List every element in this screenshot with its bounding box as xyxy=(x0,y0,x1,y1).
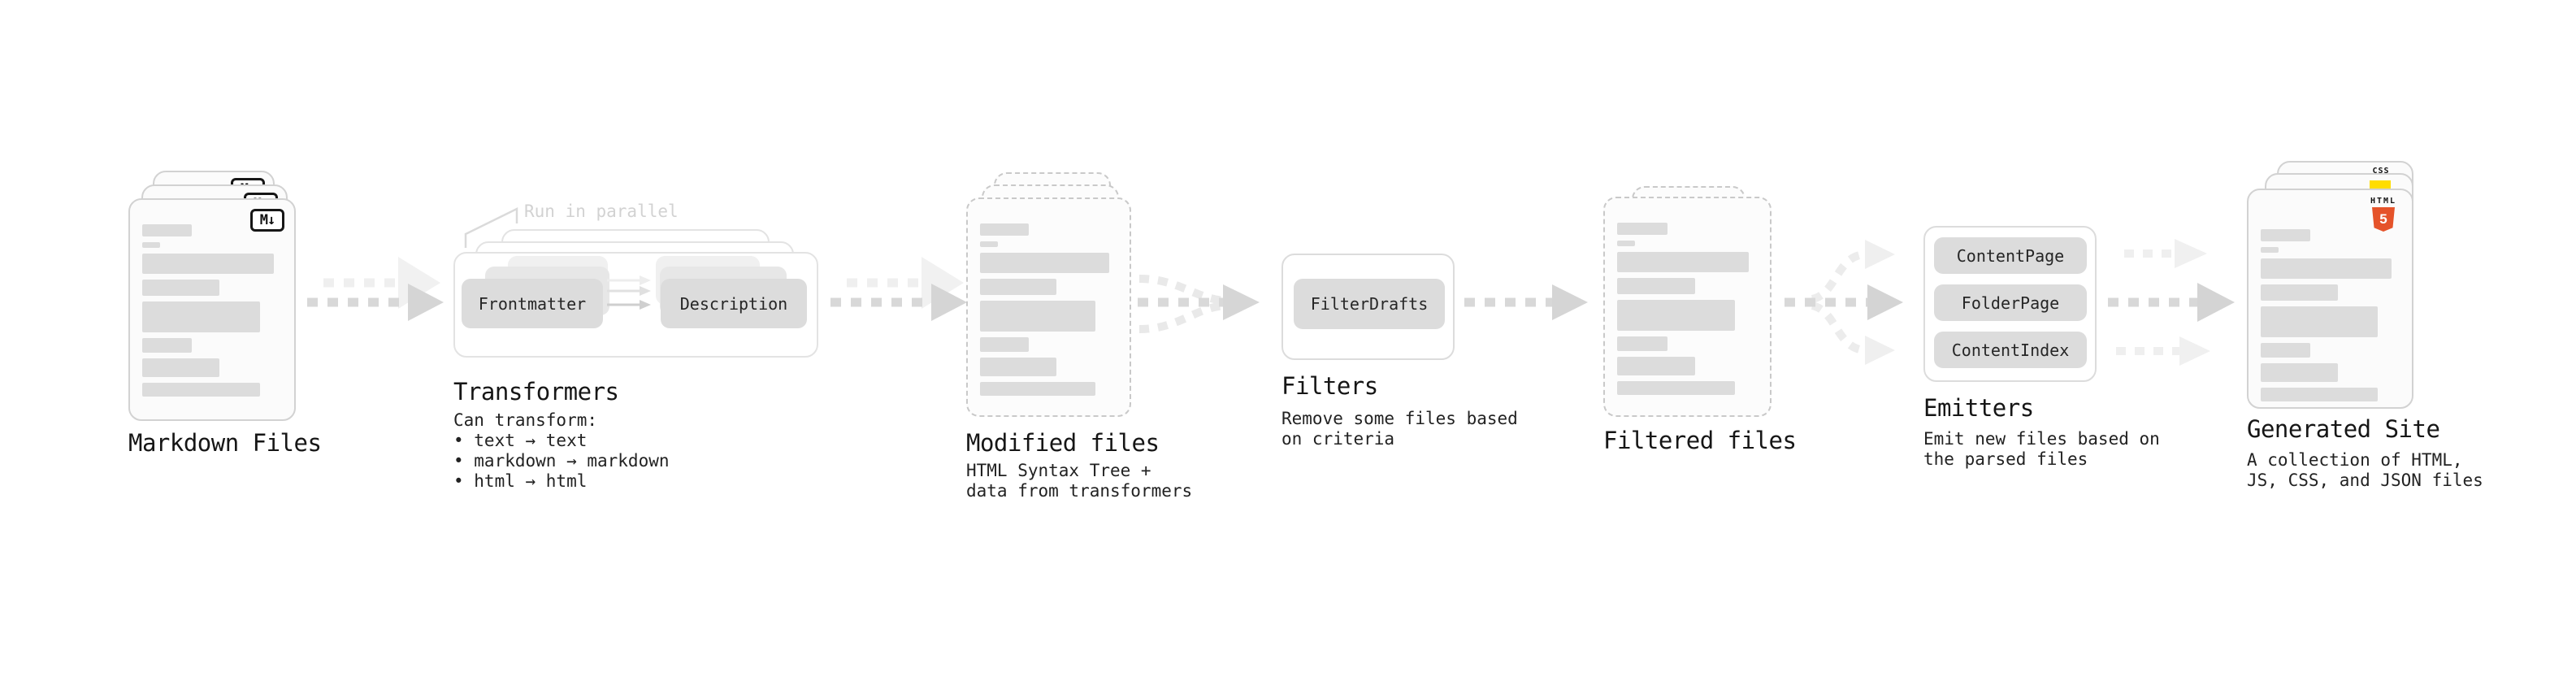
stage-label-filtered-files: Filtered files xyxy=(1603,427,1797,454)
placeholder-bar xyxy=(142,358,220,377)
triple-arrow-icon xyxy=(2108,239,2235,366)
stage-desc-emitters: Emit new files based on the parsed files xyxy=(1923,429,2160,469)
placeholder-bar xyxy=(1617,278,1695,294)
placeholder-bar xyxy=(2261,343,2310,358)
document-card: M↓ xyxy=(128,198,296,421)
placeholder-bar xyxy=(2261,229,2310,241)
html5-shield: 5 xyxy=(2372,207,2395,232)
document-content-placeholder xyxy=(2261,229,2398,401)
stage-label-emitters: Emitters xyxy=(1923,394,2034,422)
placeholder-bar xyxy=(2261,258,2392,279)
html5-icon: HTML 5 xyxy=(2365,197,2402,232)
placeholder-bar xyxy=(2261,284,2338,301)
placeholder-bar xyxy=(142,280,220,296)
placeholder-bar xyxy=(142,224,193,236)
arrow-right-icon xyxy=(307,257,444,321)
markdown-icon: M↓ xyxy=(250,209,284,232)
arrow-right-icon xyxy=(830,257,967,321)
placeholder-bar xyxy=(980,223,1030,236)
placeholder-bar xyxy=(980,382,1095,396)
stage-label-markdown-files: Markdown Files xyxy=(128,429,322,457)
placeholder-bar xyxy=(142,242,161,248)
placeholder-bar xyxy=(1617,252,1750,272)
placeholder-bar xyxy=(980,253,1109,273)
callout-line xyxy=(464,206,518,248)
filtered-files-stack xyxy=(1603,186,1790,430)
placeholder-bar xyxy=(1617,381,1736,395)
placeholder-bar xyxy=(1617,357,1695,375)
placeholder-bar xyxy=(142,383,260,397)
placeholder-bar xyxy=(2261,306,2378,337)
converge-arrow-icon xyxy=(1138,275,1260,333)
placeholder-bar xyxy=(1617,241,1636,246)
html5-label: HTML xyxy=(2370,197,2397,206)
document-content-placeholder xyxy=(1617,223,1756,395)
stage-desc-generated-site: A collection of HTML, JS, CSS, and JSON … xyxy=(2247,450,2483,490)
document-card xyxy=(966,197,1131,417)
placeholder-bar xyxy=(142,301,260,332)
stage-label-modified-files: Modified files xyxy=(966,429,1160,457)
placeholder-bar xyxy=(980,358,1056,376)
placeholder-bar xyxy=(980,241,998,247)
document-card: HTML 5 xyxy=(2247,189,2413,409)
stage-label-filters: Filters xyxy=(1281,372,1378,400)
placeholder-bar xyxy=(2261,247,2279,253)
placeholder-bar xyxy=(980,301,1095,332)
generated-site-stack: CSS HTML 5 xyxy=(2247,161,2434,413)
diverge-arrow-icon xyxy=(1785,240,1903,365)
css-badge-label: CSS xyxy=(2372,167,2390,176)
stage-label-transformers: Transformers xyxy=(453,378,619,406)
filter-node-filterdrafts: FilterDrafts xyxy=(1294,279,1445,329)
transformer-node-frontmatter: Frontmatter xyxy=(462,279,603,328)
transformer-node-description: Description xyxy=(661,279,807,328)
modified-files-stack xyxy=(966,172,1153,424)
emitter-node-folderpage: FolderPage xyxy=(1934,284,2087,321)
arrow-right-icon xyxy=(1464,284,1588,320)
placeholder-bar xyxy=(142,254,274,274)
emitter-node-contentindex: ContentIndex xyxy=(1934,332,2087,368)
placeholder-bar xyxy=(980,279,1056,295)
stage-desc-transformers: Can transform: • text → text • markdown … xyxy=(453,410,670,491)
placeholder-bar xyxy=(2261,363,2338,382)
placeholder-bar xyxy=(1617,300,1736,331)
document-content-placeholder xyxy=(142,224,280,397)
stage-desc-filters: Remove some files based on criteria xyxy=(1281,409,1518,449)
placeholder-bar xyxy=(1617,336,1667,351)
document-card xyxy=(1603,197,1772,417)
mini-arrows-icon xyxy=(607,275,651,310)
document-content-placeholder xyxy=(980,223,1116,396)
emitter-node-contentpage: ContentPage xyxy=(1934,237,2087,274)
stage-label-generated-site: Generated Site xyxy=(2247,415,2440,443)
placeholder-bar xyxy=(1617,223,1667,235)
placeholder-bar xyxy=(980,337,1030,352)
run-in-parallel-annotation: Run in parallel xyxy=(524,202,679,221)
placeholder-bar xyxy=(2261,388,2378,401)
placeholder-bar xyxy=(142,338,193,353)
stage-desc-modified-files: HTML Syntax Tree + data from transformer… xyxy=(966,461,1193,501)
markdown-files-stack: M↓ M↓ M↓ xyxy=(128,171,315,423)
